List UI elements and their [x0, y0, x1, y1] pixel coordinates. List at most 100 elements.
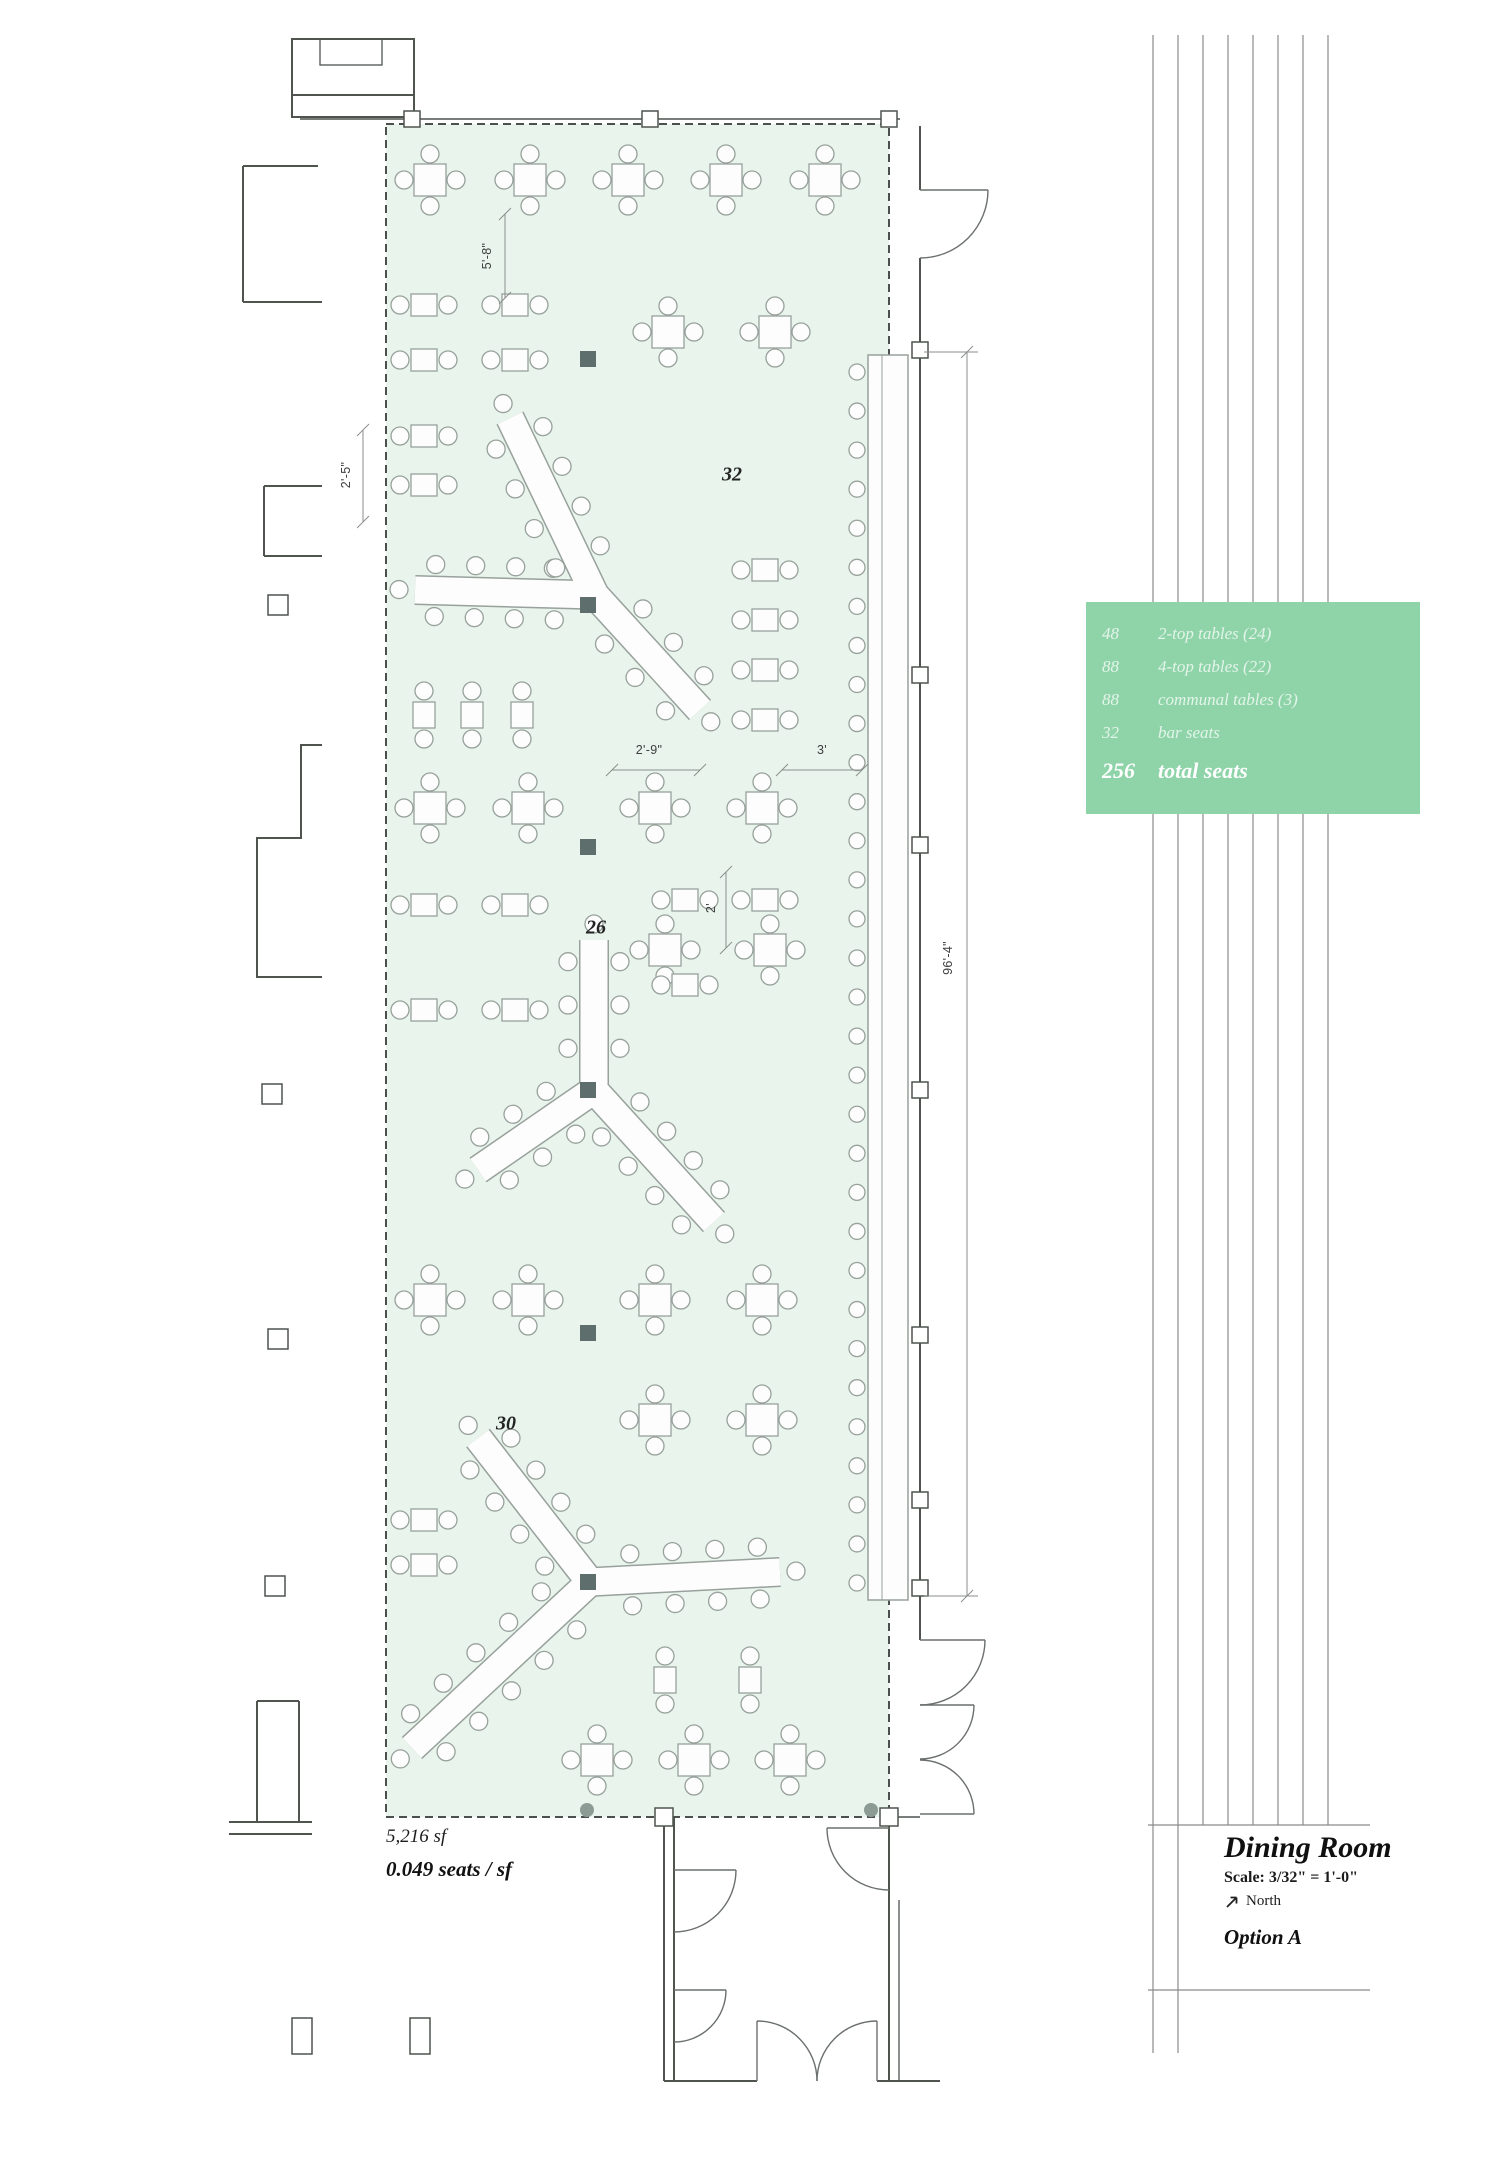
- four-top-table: [619, 1264, 691, 1336]
- four-top-table: [629, 914, 701, 986]
- bar-seat: [848, 910, 866, 928]
- legend-total-label: total seats: [1158, 758, 1248, 783]
- four-top-table: [726, 1384, 798, 1456]
- walls: [229, 38, 940, 2082]
- tables-layer: [390, 144, 861, 1796]
- four-top-table: [726, 1264, 798, 1336]
- bar-seat: [848, 636, 866, 655]
- bar-seat: [848, 871, 866, 889]
- four-top-table: [754, 1724, 826, 1796]
- four-top-table: [619, 772, 691, 844]
- bar-seat: [848, 519, 866, 537]
- two-top-table: [738, 1646, 762, 1714]
- north-arrow-icon: [1226, 1896, 1238, 1908]
- bar-counter-layer: [848, 354, 909, 1601]
- structural-column: [580, 839, 596, 855]
- two-top-table: [390, 998, 458, 1022]
- entry-posts: [580, 1803, 878, 1817]
- dimension-label: 2'-9": [635, 743, 663, 757]
- two-top-table: [481, 893, 549, 917]
- structural-column: [580, 1574, 596, 1590]
- structural-column: [580, 597, 596, 613]
- bar-seat: [848, 480, 866, 498]
- legend-count: 48: [1102, 624, 1119, 643]
- four-top-table: [726, 772, 798, 844]
- bar-seat: [848, 1300, 866, 1319]
- area-stats: 5,216 sf 0.049 seats / sf: [386, 1826, 512, 1882]
- bar-seat: [848, 1144, 866, 1162]
- bar-seat: [848, 1183, 866, 1202]
- two-top-table: [731, 558, 799, 582]
- four-top-table: [789, 144, 861, 216]
- communal-table-label: 32: [722, 463, 742, 486]
- dimension-lines: [356, 207, 978, 1603]
- legend-total-count: 256: [1102, 758, 1135, 783]
- bar-seat: [848, 988, 866, 1006]
- two-top-table: [390, 473, 458, 497]
- communal-table-label: 26: [586, 916, 606, 939]
- bar-seat: [848, 793, 866, 811]
- bar-seat: [848, 675, 866, 694]
- two-top-table: [731, 658, 799, 682]
- legend-count: 88: [1102, 657, 1119, 676]
- legend-row: 32 bar seats: [1102, 716, 1420, 749]
- bar-seat: [848, 832, 866, 850]
- legend-label: communal tables (3): [1158, 690, 1298, 709]
- two-top-table: [731, 608, 799, 632]
- bar-seat: [848, 363, 866, 381]
- bar-seat: [848, 1222, 866, 1241]
- legend-total-row: 256 total seats: [1102, 752, 1420, 790]
- bar-seat: [848, 949, 866, 967]
- legend-row: 48 2-top tables (24): [1102, 617, 1420, 650]
- four-top-table: [394, 144, 466, 216]
- four-top-table: [592, 144, 664, 216]
- bar-seat: [848, 1379, 866, 1397]
- two-top-table: [510, 681, 534, 749]
- two-top-table: [481, 293, 549, 317]
- two-top-table: [481, 998, 549, 1022]
- dimension-label: 2'-5": [339, 461, 353, 489]
- title-block: Dining Room Scale: 3/32" = 1'-0" North O…: [1224, 1832, 1494, 1950]
- dimension-label: 96'-4": [941, 941, 955, 975]
- doors: [673, 189, 989, 2082]
- four-top-table: [394, 772, 466, 844]
- two-top-table: [390, 1553, 458, 1577]
- four-top-table: [690, 144, 762, 216]
- bar-seat: [848, 1418, 866, 1436]
- dimension-label: 2': [704, 903, 718, 913]
- bar-seat: [848, 1457, 866, 1475]
- two-top-table: [460, 681, 484, 749]
- four-top-table: [632, 296, 704, 368]
- bar-seat: [848, 714, 866, 733]
- exterior-feature-lines: [1148, 35, 1370, 2053]
- structural-column: [580, 1325, 596, 1341]
- structural-column: [580, 351, 596, 367]
- dimension-label: 3': [817, 743, 827, 757]
- four-top-table: [492, 772, 564, 844]
- four-top-table: [494, 144, 566, 216]
- area-value: 5,216 sf: [386, 1826, 447, 1847]
- two-top-table: [651, 973, 719, 997]
- communal-table: [389, 393, 721, 732]
- two-top-table: [390, 424, 458, 448]
- option-label: Option A: [1224, 1925, 1302, 1949]
- bar-seat: [848, 402, 866, 420]
- bar-seat: [848, 597, 866, 616]
- two-top-table: [651, 888, 719, 912]
- communal-table-label: 30: [496, 1412, 516, 1435]
- two-top-table: [390, 1508, 458, 1532]
- four-top-table: [658, 1724, 730, 1796]
- legend-row: 88 communal tables (3): [1102, 683, 1420, 716]
- structural-column: [580, 1082, 596, 1098]
- north-label: North: [1246, 1893, 1281, 1909]
- four-top-table: [739, 296, 811, 368]
- bar-seat: [848, 1574, 866, 1592]
- dining-area: [385, 123, 890, 1818]
- four-top-table: [619, 1384, 691, 1456]
- bar-seat: [848, 1105, 866, 1123]
- seating-legend: 48 2-top tables (24) 88 4-top tables (22…: [1086, 602, 1420, 814]
- bar-seat: [848, 1027, 866, 1045]
- wall-column-markers: [261, 110, 929, 1827]
- bar-seat: [848, 1339, 866, 1358]
